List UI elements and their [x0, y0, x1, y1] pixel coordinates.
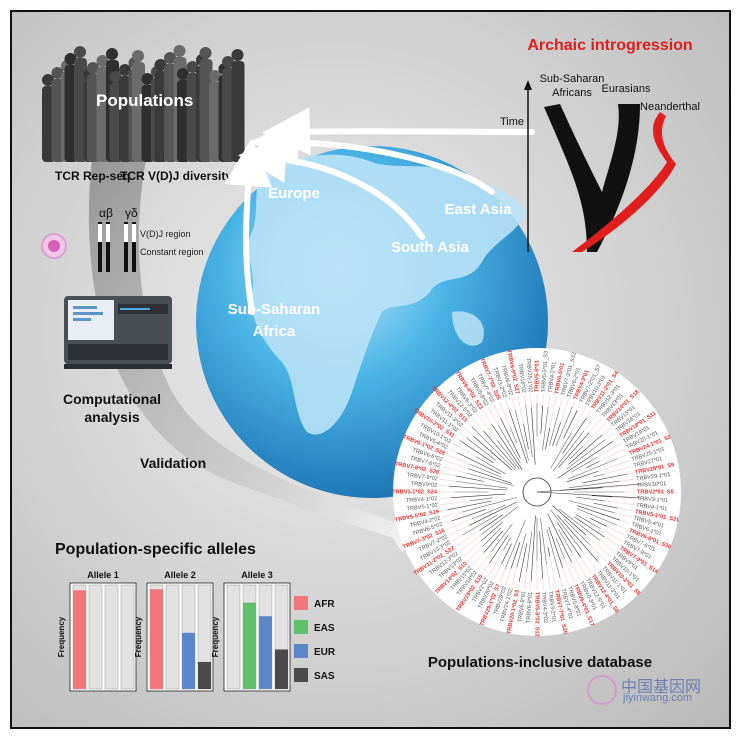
archaic-eurasians-label: Eurasians [602, 83, 651, 95]
t-cell-icon [41, 233, 67, 259]
tree-leaf-label: TRBV5-1*02 [406, 503, 438, 513]
watermark-cn: 中国基因网 [621, 679, 702, 696]
allele-bar [198, 661, 211, 689]
sequencer-icon [64, 296, 172, 369]
tree-leaf-label: TRBV3-1*02_S24 [392, 489, 438, 495]
tree-leaf-label: TRBV6-8*01 [526, 592, 534, 624]
watermark-logo-icon [587, 675, 617, 705]
allele-bar-track [120, 584, 135, 690]
computational-label: Computational [63, 391, 161, 407]
tcr-chain-icon [98, 222, 136, 272]
allele-bar-track [104, 584, 119, 690]
tree-leaf-label: TRBV4-3*02 [540, 592, 548, 624]
archaic-africans-label: Africans [552, 87, 592, 99]
archaic-title: Archaic introgression [527, 37, 692, 54]
allele-legend: AFR EAS EUR SAS [294, 596, 336, 682]
tree-leaf-label: TRBV3-2*01 [547, 591, 557, 623]
legend-swatch [294, 620, 308, 634]
gamma-delta-label: γδ [125, 206, 138, 220]
time-label: Time [500, 116, 524, 128]
allele-bar [259, 616, 272, 689]
legend-swatch [294, 644, 308, 658]
allele-bar-track [165, 584, 180, 690]
archaic-ssa-label: Sub-Saharan [540, 73, 605, 85]
allele-bar [73, 590, 86, 689]
tree-leaf-label: TRBV5-6*02_S12 [534, 592, 540, 637]
legend-label: EUR [314, 647, 336, 658]
tree-leaf-label: TRBV3-1*01 [637, 496, 669, 504]
tcr-vdj-label: TCR V(D)J diversity [120, 169, 232, 183]
tree-leaf-label: TRBV30*01 [637, 481, 667, 489]
tree-leaf-label: TRBV5-6*01 [534, 360, 540, 392]
tree-leaf-label: TRBV7-9*02 [406, 472, 438, 482]
figure-frame: Populations TCR Rep-seq TCR V(D)J divers… [10, 10, 731, 729]
tree-leaf-label: TRBV9*02 [411, 481, 438, 489]
tree-leaf-label: TRBV4-1*02 [406, 496, 438, 504]
allele-bar [243, 602, 256, 689]
east-asia-label: East Asia [445, 201, 513, 218]
tree-leaf-label: TRBV29-1*01 [636, 472, 671, 482]
allele-bar [150, 589, 163, 689]
watermark-en: jiyinwang.com [623, 692, 693, 704]
legend-label: EAS [314, 623, 335, 634]
legend-swatch [294, 596, 308, 610]
allele-bar [275, 649, 288, 689]
sub-saharan-label: Sub-Saharan [228, 301, 321, 318]
allele-bar [182, 632, 195, 689]
migration-arrows [224, 107, 535, 315]
workflow-band [88, 122, 432, 552]
allele-bar-track [226, 584, 241, 690]
africa-label: Africa [253, 323, 296, 340]
legend-swatch [294, 668, 308, 682]
allele-panel-label: Allele 1 [87, 570, 119, 580]
tree-leaf-label: TRBV4-1*01 [636, 503, 668, 513]
analysis-label: analysis [84, 409, 139, 425]
vdj-region-label: V(D)J region [140, 229, 191, 239]
south-asia-label: South Asia [391, 239, 469, 256]
europe-label: Europe [268, 185, 320, 202]
tcr-repseq-label: TCR Rep-seq [55, 169, 130, 183]
tree-leaf-label: TRBV5-5*01_S3 [541, 351, 550, 393]
allele-ylabel: Frequency [134, 616, 143, 657]
tree-leaf-label: TRBV16*02 [517, 363, 527, 393]
time-axis-arrowhead [524, 80, 532, 90]
allele-bar-track [88, 584, 103, 690]
alleles-title: Population-specific alleles [55, 541, 256, 558]
legend-label: AFR [314, 599, 335, 610]
archaic-neanderthal-label: Neanderthal [640, 101, 700, 113]
validation-label: Validation [140, 455, 206, 471]
tree-leaf-label: TRBV6-9*01 [517, 591, 527, 623]
allele-panel-label: Allele 2 [164, 570, 196, 580]
allele-charts: Allele 1 Frequency Allele 2 Frequency Allele… [57, 570, 291, 692]
tree-leaf-label: TRBV2*01_S5 [637, 489, 674, 495]
database-title: Populations-inclusive database [428, 654, 652, 671]
watermark: 中国基因网 jiyinwang.com [585, 673, 715, 709]
constant-region-label: Constant region [140, 247, 204, 257]
allele-ylabel: Frequency [211, 616, 220, 657]
alpha-beta-label: αβ [99, 206, 113, 220]
tree-leaf-label: TRBV25-1*02 [525, 358, 533, 393]
tree-leaf-label: TRBV4-2*01 [548, 361, 558, 393]
archaic-tree [544, 104, 676, 252]
allele-ylabel: Frequency [57, 616, 66, 657]
populations-label: Populations [96, 91, 193, 110]
graphical-abstract: Populations TCR Rep-seq TCR V(D)J divers… [41, 37, 700, 692]
legend-label: SAS [314, 671, 335, 682]
allele-panel-label: Allele 3 [241, 570, 273, 580]
